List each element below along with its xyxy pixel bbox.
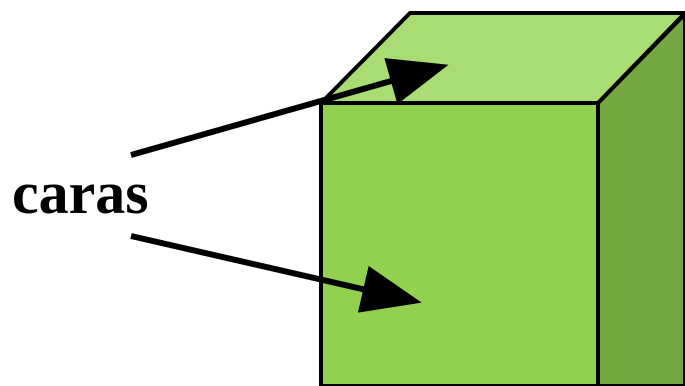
arrow-to-front-face [130, 233, 422, 313]
arrow-to-top-face [130, 58, 449, 158]
faces-label: caras [12, 160, 149, 226]
cube-front-face [319, 101, 600, 386]
